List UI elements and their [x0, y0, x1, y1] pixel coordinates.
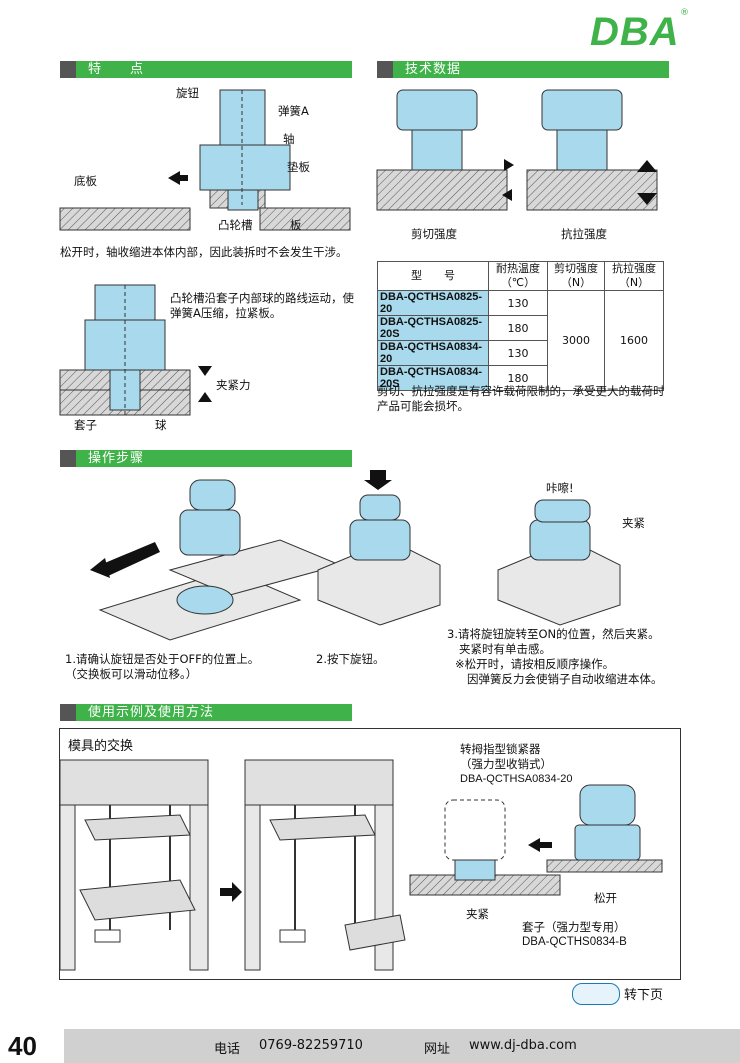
cell-shear-value: 3000: [547, 290, 605, 391]
feature-diagram-release: [59, 89, 351, 231]
step-diagrams: [90, 470, 621, 641]
label-plate: 板: [290, 218, 302, 232]
page-number: 40: [8, 1031, 37, 1061]
label-clamp-force: 夹紧力: [216, 378, 251, 392]
label-release: 松开: [594, 891, 617, 905]
footer-web-label: 网址: [424, 1042, 451, 1057]
label-spring: 弹簧A: [278, 104, 309, 118]
step-3-note-c: 因弹簧反力会使销子自动收缩进本体。: [467, 672, 663, 686]
footer-web[interactable]: www.dj-dba.com: [469, 1038, 577, 1053]
section-tech-title: 技术数据: [405, 62, 462, 77]
table-row: DBA-QCTHSA0825-20 130 3000 1600: [377, 290, 664, 391]
col-model: 型 号: [377, 261, 489, 291]
label-clamp-step: 夹紧: [622, 516, 645, 530]
cell-temp: 180: [488, 315, 548, 341]
spec-table: 型 号 耐热温度（℃） 剪切强度（N） 抗拉强度（N） DBA-QCTHSA08…: [377, 261, 664, 391]
feature-desc-2: 凸轮槽沿套子内部球的路线运动，使弹簧A压缩，拉紧板。: [170, 291, 354, 320]
step-1-note: （交换板可以滑动位移。）: [65, 667, 198, 681]
label-washer: 垫板: [287, 160, 310, 174]
step-3-note-a: 夹紧时有单击感。: [459, 642, 551, 656]
tech-diagrams: [376, 89, 658, 211]
footer-phone-label: 电话: [214, 1042, 241, 1057]
table-row: DBA-QCTHSA0825-20S 180: [377, 315, 664, 341]
next-page-link[interactable]: 转下页: [572, 983, 682, 1005]
step-3-text: 3.请将旋钮旋转至ON的位置，然后夹紧。: [447, 627, 660, 641]
cell-temp: 180: [488, 365, 548, 391]
usage-sleeve-model: DBA-QCTHS0834-B: [522, 936, 627, 948]
brand-logo: DBA ®: [590, 8, 700, 54]
section-usage-title: 使用示例及使用方法: [88, 705, 215, 720]
cell-temp: 130: [488, 290, 548, 316]
registered-mark: ®: [680, 8, 689, 18]
usage-product-sub: （强力型收销式）: [460, 757, 552, 771]
col-shear: 剪切强度（N）: [547, 261, 605, 291]
step-1-text: 1.请确认旋钮是否处于OFF的位置上。: [65, 652, 260, 666]
usage-title: 模具的交换: [68, 739, 134, 754]
pointing-hand-icon: [572, 983, 620, 1005]
label-sleeve: 套子: [74, 418, 97, 432]
label-ball: 球: [155, 418, 167, 432]
label-click: 咔嚓!: [546, 481, 574, 495]
cell-model: DBA-QCTHSA0825-20S: [377, 315, 489, 341]
section-features-title: 特 点: [88, 62, 145, 77]
usage-product-name: 转拇指型锁紧器: [460, 742, 541, 756]
next-page-label: 转下页: [624, 988, 664, 1003]
clamp-force-arrows: [198, 366, 212, 402]
section-steps-bar: 操作步骤: [60, 450, 352, 467]
tech-note: 剪切、抗拉强度是有容许载荷限制的，承受更大的载荷时产品可能会损坏。: [377, 384, 665, 413]
step-2-text: 2.按下旋钮。: [316, 652, 385, 666]
cell-temp: 130: [488, 340, 548, 366]
cell-model: DBA-QCTHSA0825-20: [377, 290, 489, 316]
step-1: 1.请确认旋钮是否处于OFF的位置上。 （交换板可以滑动位移。）: [65, 652, 315, 682]
cell-model: DBA-QCTHSA0834-20S: [377, 365, 489, 391]
col-temp: 耐热温度（℃）: [488, 261, 548, 291]
usage-product: 转拇指型锁紧器 （强力型收销式） DBA-QCTHSA0834-20: [460, 742, 573, 787]
label-base: 底板: [74, 174, 97, 188]
label-knob: 旋钮: [176, 86, 199, 100]
section-usage-bar: 使用示例及使用方法: [60, 704, 352, 721]
label-clamp-usage: 夹紧: [466, 907, 489, 921]
footer-bar: 电话 0769-82259710 网址 www.dj-dba.com: [64, 1029, 740, 1063]
label-cam: 凸轮槽: [218, 218, 253, 232]
label-tensile: 抗拉强度: [561, 227, 607, 241]
usage-diagram: [59, 759, 663, 971]
section-tech-bar: 技术数据: [377, 61, 669, 78]
col-tensile: 抗拉强度（N）: [604, 261, 664, 291]
cell-model: DBA-QCTHSA0834-20: [377, 340, 489, 366]
usage-sleeve-name: 套子（强力型专用）: [522, 920, 626, 934]
section-features-bar: 特 点: [60, 61, 352, 78]
usage-product-model: DBA-QCTHSA0834-20: [460, 773, 573, 785]
label-shaft: 轴: [283, 132, 295, 146]
section-steps-title: 操作步骤: [88, 451, 145, 466]
step-3: 3.请将旋钮旋转至ON的位置，然后夹紧。 夹紧时有单击感。 ※松开时，请按相反顺…: [447, 627, 707, 687]
cell-tensile-value: 1600: [604, 290, 664, 391]
footer-phone: 0769-82259710: [259, 1038, 363, 1053]
logo-text: DBA: [590, 10, 680, 54]
table-row: DBA-QCTHSA0834-20S 180: [377, 365, 664, 391]
feature-desc-1: 松开时，轴收缩进本体内部，因此装拆时不会发生干涉。: [60, 245, 348, 259]
table-row: DBA-QCTHSA0834-20 130: [377, 340, 664, 366]
step-3-note-b: ※松开时，请按相反顺序操作。: [455, 657, 615, 671]
label-shear: 剪切强度: [411, 227, 457, 241]
feature-diagram-clamp: [59, 284, 191, 416]
usage-sleeve: 套子（强力型专用） DBA-QCTHS0834-B: [522, 920, 627, 950]
